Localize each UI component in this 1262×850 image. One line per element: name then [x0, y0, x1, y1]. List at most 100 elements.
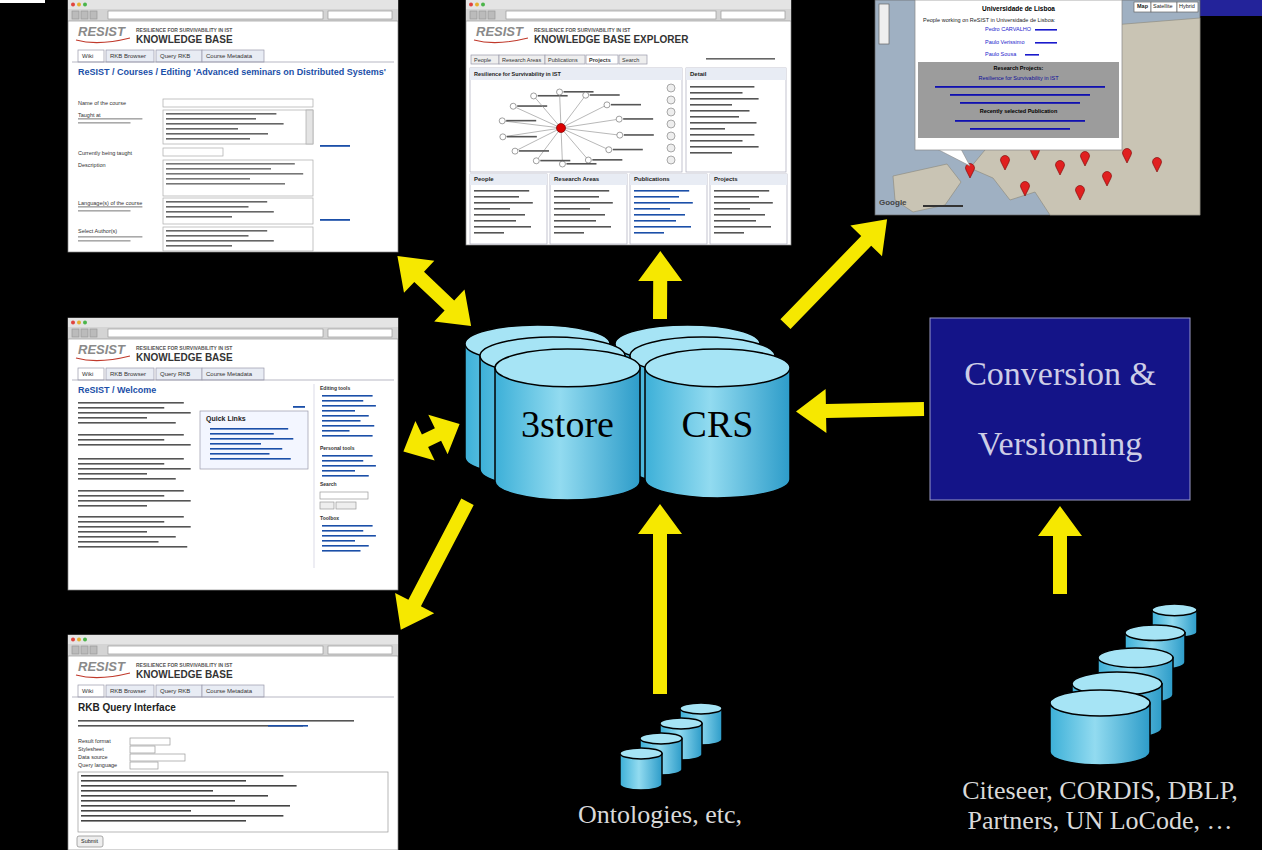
search-field [721, 11, 785, 19]
text-placeholder [322, 430, 350, 432]
text-placeholder [690, 134, 754, 136]
browser-screenshot: RESISTRESILIENCE FOR SURVIVABILITY IN IS… [68, 0, 398, 252]
text-placeholder [714, 220, 756, 222]
query-text-area [78, 772, 388, 832]
text-placeholder [78, 434, 184, 436]
flow-arrow [796, 389, 924, 433]
text-placeholder [78, 490, 184, 492]
browser-screenshot: RESISTRESILIENCE FOR SURVIVABILITY IN IS… [68, 318, 398, 590]
corner-bar [1200, 0, 1262, 16]
text-placeholder [322, 410, 355, 412]
database-stack: CRS [615, 325, 790, 498]
flow-arrow [395, 499, 474, 630]
text-placeholder [166, 216, 232, 218]
text-placeholder [554, 226, 611, 228]
screen-text: Toolbox [320, 516, 339, 522]
nav-button [479, 11, 486, 19]
screen-text: Name of the course [78, 100, 126, 106]
text-placeholder [554, 202, 613, 204]
text-placeholder [322, 465, 376, 467]
screen-text: Submit [81, 838, 98, 844]
submit-button [77, 836, 103, 847]
link-placeholder [268, 725, 308, 727]
panel [550, 174, 627, 244]
screen-text: Resilience for Survivability in IST [474, 71, 561, 77]
screen-text: Query RKB [160, 688, 190, 695]
screen-text: Stylesheet [78, 746, 104, 752]
text-placeholder [210, 458, 291, 460]
text-placeholder [166, 201, 267, 203]
graph-edge [534, 96, 561, 128]
map-marker [1081, 151, 1090, 166]
screen-text: Search [320, 482, 337, 488]
text-placeholder [81, 780, 246, 782]
database-cylinder-top [495, 349, 640, 387]
text-placeholder [81, 810, 191, 812]
store-label: 3store [495, 403, 640, 447]
browser-window [68, 635, 398, 850]
nav-tab [586, 55, 618, 64]
graph-edge [561, 119, 619, 128]
screen-text: RKB Browser [110, 688, 146, 695]
link-placeholder [1035, 42, 1057, 44]
flow-arrow [1038, 506, 1082, 594]
text-placeholder [690, 140, 743, 142]
screen-text: Projects [714, 176, 738, 183]
text-placeholder [78, 468, 191, 470]
text-placeholder [538, 95, 568, 97]
toolbar-edge [466, 21, 791, 22]
text-placeholder [322, 525, 373, 527]
graph-node [531, 93, 537, 99]
text-placeholder [166, 240, 274, 242]
window-button [481, 3, 485, 7]
text-placeholder [554, 214, 605, 216]
process-box: Conversion & Versionning [930, 318, 1190, 500]
screen-text: Search [622, 57, 639, 63]
graph-edge [561, 128, 620, 135]
address-field [506, 11, 716, 19]
window-button [77, 638, 81, 642]
screen-text: RESIST [476, 25, 523, 40]
text-placeholder [474, 232, 504, 234]
map-button [1151, 2, 1177, 12]
text-placeholder [78, 122, 131, 124]
link-placeholder [955, 120, 1085, 122]
popup-band [918, 62, 1119, 138]
screen-text: Query RKB [160, 53, 190, 60]
screen-text: Select Author(s) [78, 228, 117, 234]
graph-edge [561, 128, 609, 150]
screen-text: Query RKB [160, 371, 190, 378]
input-field [163, 99, 313, 107]
screen-text: Course Metadata [206, 53, 252, 60]
text-placeholder [519, 150, 549, 152]
map-marker [1153, 157, 1162, 172]
panel [470, 174, 547, 244]
ontology-cylinder-top [620, 748, 662, 759]
text-placeholder [592, 159, 622, 161]
nav-button [90, 11, 97, 19]
text-placeholder [78, 720, 354, 722]
text-placeholder [690, 116, 739, 118]
text-placeholder [474, 196, 519, 198]
text-placeholder [690, 110, 750, 112]
graph-node [559, 161, 565, 167]
text-placeholder [78, 236, 142, 238]
text-placeholder [322, 435, 373, 437]
link-placeholder [320, 145, 350, 147]
browser-window [466, 0, 791, 245]
text-placeholder [474, 220, 516, 222]
map-button [1177, 2, 1198, 12]
graph-node [512, 148, 518, 154]
map-marker [1056, 160, 1065, 175]
database-cylinder-top [645, 349, 790, 387]
source-cylinder-top [1152, 604, 1197, 616]
browser-screenshot: RESISTRESILIENCE FOR SURVIVABILITY IN IS… [68, 635, 398, 850]
nav-button [72, 329, 79, 337]
tab [106, 368, 154, 380]
screen-text: Pedro CARVALHO [985, 26, 1031, 32]
title-bar [68, 318, 398, 327]
graph-edge [561, 128, 588, 160]
screen-text: Editing tools [320, 386, 350, 392]
text-placeholder [78, 444, 191, 446]
tab [156, 50, 202, 62]
